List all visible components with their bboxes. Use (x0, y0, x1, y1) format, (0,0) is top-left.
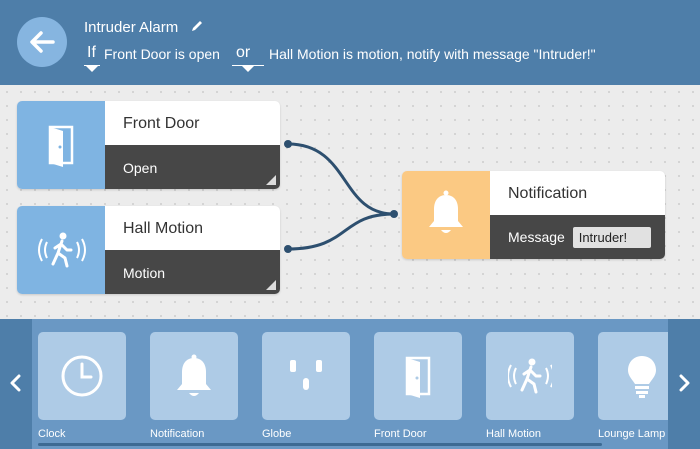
tool-tile[interactable] (374, 332, 462, 420)
tool-label: Clock (38, 428, 66, 440)
lightbulb-icon (628, 356, 656, 398)
node-name: Notification (490, 171, 665, 215)
toolbox-strip[interactable]: Clock Notification Globe (32, 319, 668, 449)
tool-label: Notification (150, 428, 205, 440)
wire-hall-motion (287, 212, 395, 251)
condition-2-action: Hall Motion is motion, notify with messa… (269, 46, 596, 62)
node-message-row: Message Intruder! (490, 215, 665, 259)
toolbox-item-clock[interactable]: Clock (38, 332, 126, 440)
tool-tile[interactable] (262, 332, 350, 420)
tool-tile[interactable] (598, 332, 668, 420)
clock-icon (61, 355, 103, 397)
node-hall-motion[interactable]: Hall Motion Motion (17, 206, 280, 294)
pencil-icon[interactable] (190, 19, 204, 33)
toolbox-item-globe[interactable]: Globe (262, 332, 350, 440)
tool-tile[interactable] (150, 332, 238, 420)
wire-front-door (287, 142, 395, 216)
if-selector[interactable]: If (87, 44, 96, 61)
toolbox-item-lounge-lamp[interactable]: Lounge Lamp (598, 332, 668, 440)
toolbox-scrollbar[interactable] (38, 443, 602, 446)
connector-dot (284, 245, 292, 253)
node-name: Front Door (105, 101, 280, 145)
motion-sensor-icon (508, 358, 552, 394)
node-icon-tile (402, 171, 490, 259)
node-notification[interactable]: Notification Message Intruder! (402, 171, 665, 259)
outlet-icon (290, 360, 322, 390)
node-value: Motion (123, 265, 166, 281)
tool-label: Hall Motion (486, 428, 542, 440)
message-input[interactable]: Intruder! (572, 227, 651, 248)
rule-title[interactable]: Intruder Alarm (84, 19, 179, 36)
toolbox-item-hall-motion[interactable]: Hall Motion (486, 332, 574, 440)
node-value-selector[interactable]: Motion (105, 250, 280, 294)
back-button[interactable] (17, 17, 67, 67)
node-front-door[interactable]: Front Door Open (17, 101, 280, 189)
node-icon-tile (17, 206, 105, 294)
message-label: Message (508, 229, 565, 245)
tool-label: Lounge Lamp (598, 428, 666, 440)
toolbox-item-notification[interactable]: Notification (150, 332, 238, 440)
if-dropdown-icon[interactable] (86, 66, 98, 72)
operator-selector[interactable]: or (236, 44, 251, 61)
if-underline (84, 65, 100, 66)
door-icon (48, 125, 74, 167)
operator-dropdown-icon[interactable] (242, 66, 254, 72)
bell-icon (429, 190, 463, 233)
connector-dot (390, 210, 398, 218)
tool-tile[interactable] (38, 332, 126, 420)
header-bar: Intruder Alarm If Front Door is open or … (0, 0, 700, 85)
connection-wires (284, 140, 398, 253)
scroll-right-icon[interactable] (670, 369, 698, 397)
condition-1: Front Door is open (104, 46, 220, 62)
operator-underline (232, 65, 264, 66)
node-value-selector[interactable]: Open (105, 145, 280, 189)
node-icon-tile (17, 101, 105, 189)
resize-corner-icon[interactable] (266, 280, 276, 290)
rule-canvas[interactable]: Front Door Open Hall Motion Motion (0, 85, 700, 319)
tool-label: Front Door (374, 428, 427, 440)
tool-label: Globe (262, 428, 292, 440)
door-icon (405, 356, 431, 398)
scroll-left-icon[interactable] (2, 369, 30, 397)
back-arrow-icon (30, 31, 55, 53)
connector-dot (284, 140, 292, 148)
resize-corner-icon[interactable] (266, 175, 276, 185)
toolbox-item-front-door[interactable]: Front Door (374, 332, 462, 440)
node-name: Hall Motion (105, 206, 280, 250)
motion-sensor-icon (38, 232, 86, 268)
tool-tile[interactable] (486, 332, 574, 420)
bell-icon (177, 354, 211, 396)
node-value: Open (123, 160, 158, 176)
device-toolbox: Clock Notification Globe (0, 319, 700, 449)
